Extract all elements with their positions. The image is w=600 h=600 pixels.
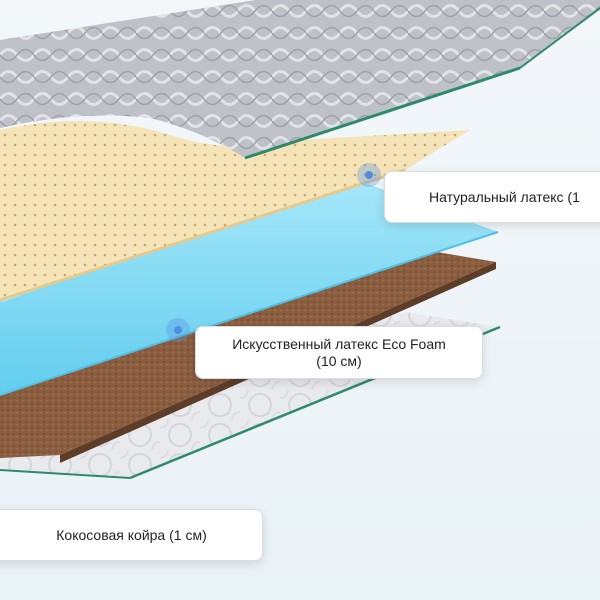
callout-coconut-coir-label: Кокосовая койра (1 см)	[56, 527, 206, 544]
callout-natural-latex-label: Натуральный латекс (1	[429, 189, 580, 206]
marker-eco-foam[interactable]	[166, 318, 190, 342]
callout-eco-foam-label: Искусственный латекс Eco Foam	[232, 336, 446, 353]
marker-natural-latex[interactable]	[357, 163, 381, 187]
callout-eco-foam-thickness: (10 см)	[232, 353, 446, 370]
callout-coconut-coir: Кокосовая койра (1 см)	[0, 509, 263, 561]
callout-natural-latex: Натуральный латекс (1	[384, 171, 600, 223]
callout-eco-foam: Искусственный латекс Eco Foam (10 см)	[195, 326, 483, 379]
